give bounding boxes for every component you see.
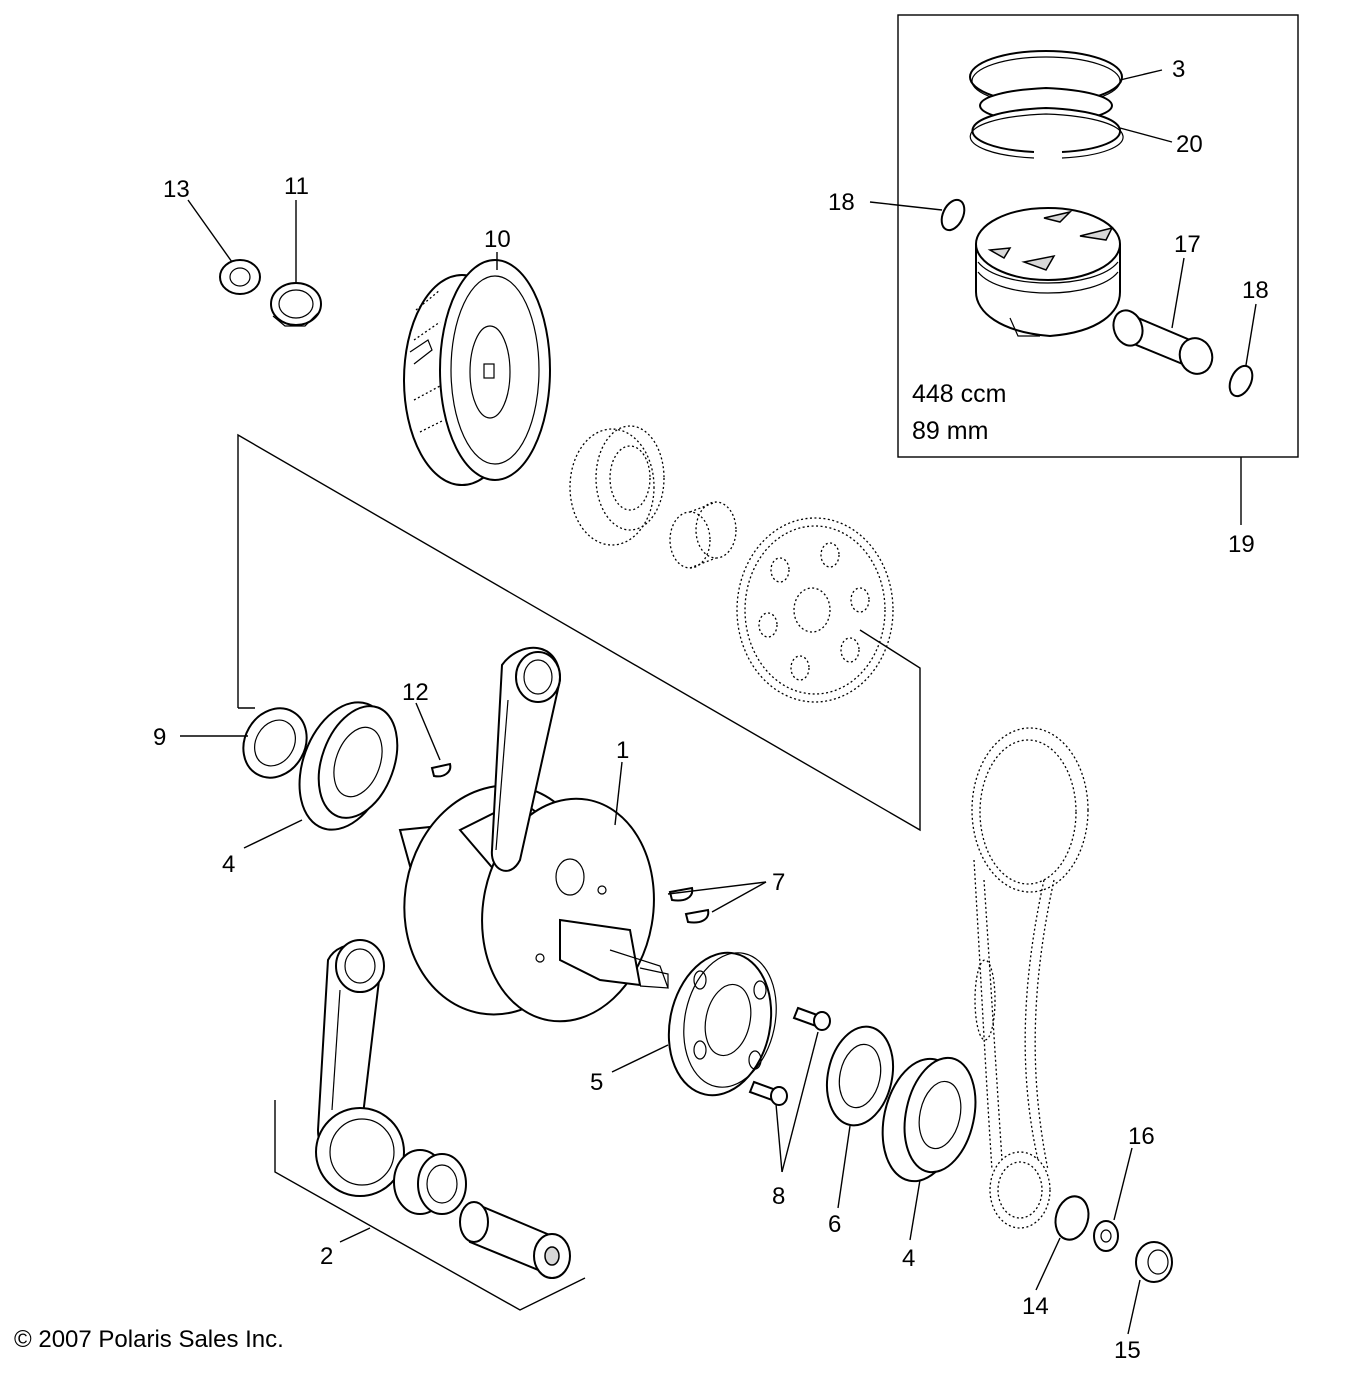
crankshaft xyxy=(398,784,669,1023)
big-end-needle-bearing xyxy=(393,1149,467,1215)
oil-seal-nut xyxy=(270,282,322,327)
small-seal xyxy=(219,259,261,295)
displacement-text: 448 ccm xyxy=(912,380,1006,408)
callout-13: 13 xyxy=(163,176,190,203)
callout-9: 9 xyxy=(153,724,166,751)
phantom-cam-chain xyxy=(971,727,1089,1229)
callout-15: 15 xyxy=(1114,1337,1141,1364)
connecting-rod-kit-bracket xyxy=(274,1100,586,1311)
piston xyxy=(975,207,1121,338)
woodruff-key-a xyxy=(668,886,694,902)
callout-2: 2 xyxy=(320,1243,333,1270)
callout-7: 7 xyxy=(772,869,785,896)
piston-kit-box xyxy=(897,14,1299,525)
crank-seal xyxy=(242,707,308,779)
phantom-needle-bearing xyxy=(669,501,737,569)
connecting-rod xyxy=(315,939,405,1197)
snap-ring xyxy=(1054,1195,1090,1241)
callout-12: 12 xyxy=(402,679,429,706)
woodruff-key-crank xyxy=(430,762,452,778)
callout-10: 10 xyxy=(484,226,511,253)
woodruff-key-b xyxy=(684,908,710,924)
wrist-pin xyxy=(1112,309,1214,375)
bore-text: 89 mm xyxy=(912,417,988,445)
main-bearing-right xyxy=(881,1056,977,1183)
callout-4-right: 4 xyxy=(902,1245,915,1272)
crank-pin xyxy=(459,1201,571,1279)
callout-6: 6 xyxy=(828,1211,841,1238)
callout-16: 16 xyxy=(1128,1123,1155,1150)
circlip-right xyxy=(1228,364,1254,398)
callout-18-left: 18 xyxy=(828,189,855,216)
assembly-reference-line xyxy=(237,433,921,832)
phantom-one-way-bearing xyxy=(569,425,665,546)
phantom-starter-gear xyxy=(736,517,894,703)
main-bearing-left xyxy=(298,701,399,831)
flange-nut xyxy=(1135,1241,1173,1283)
callout-18-right: 18 xyxy=(1242,277,1269,304)
callout-3: 3 xyxy=(1172,56,1185,83)
crank-drive-gear xyxy=(667,951,777,1097)
washer xyxy=(1093,1220,1119,1252)
callout-20: 20 xyxy=(1176,131,1203,158)
piston-ring-set xyxy=(969,86,1124,159)
circlip-left xyxy=(940,198,966,232)
callout-labels: 1 2 3 4 4 5 6 7 8 9 10 11 12 13 14 15 16… xyxy=(153,56,1269,1364)
bolt-upper xyxy=(792,1006,831,1031)
flywheel-rotor xyxy=(403,259,551,486)
callout-5: 5 xyxy=(590,1069,603,1096)
callout-14: 14 xyxy=(1022,1293,1049,1320)
thrust-washer xyxy=(826,1025,894,1127)
callout-8: 8 xyxy=(772,1183,785,1210)
bolt-lower xyxy=(748,1080,788,1106)
leader-lines xyxy=(180,69,1257,1335)
callout-17: 17 xyxy=(1174,231,1201,258)
connecting-rod-upper xyxy=(490,646,562,872)
callout-4-left: 4 xyxy=(222,851,235,878)
callout-11: 11 xyxy=(284,173,309,200)
callout-1: 1 xyxy=(616,737,629,764)
callout-19: 19 xyxy=(1228,531,1255,558)
copyright-notice: © 2007 Polaris Sales Inc. xyxy=(14,1326,284,1353)
